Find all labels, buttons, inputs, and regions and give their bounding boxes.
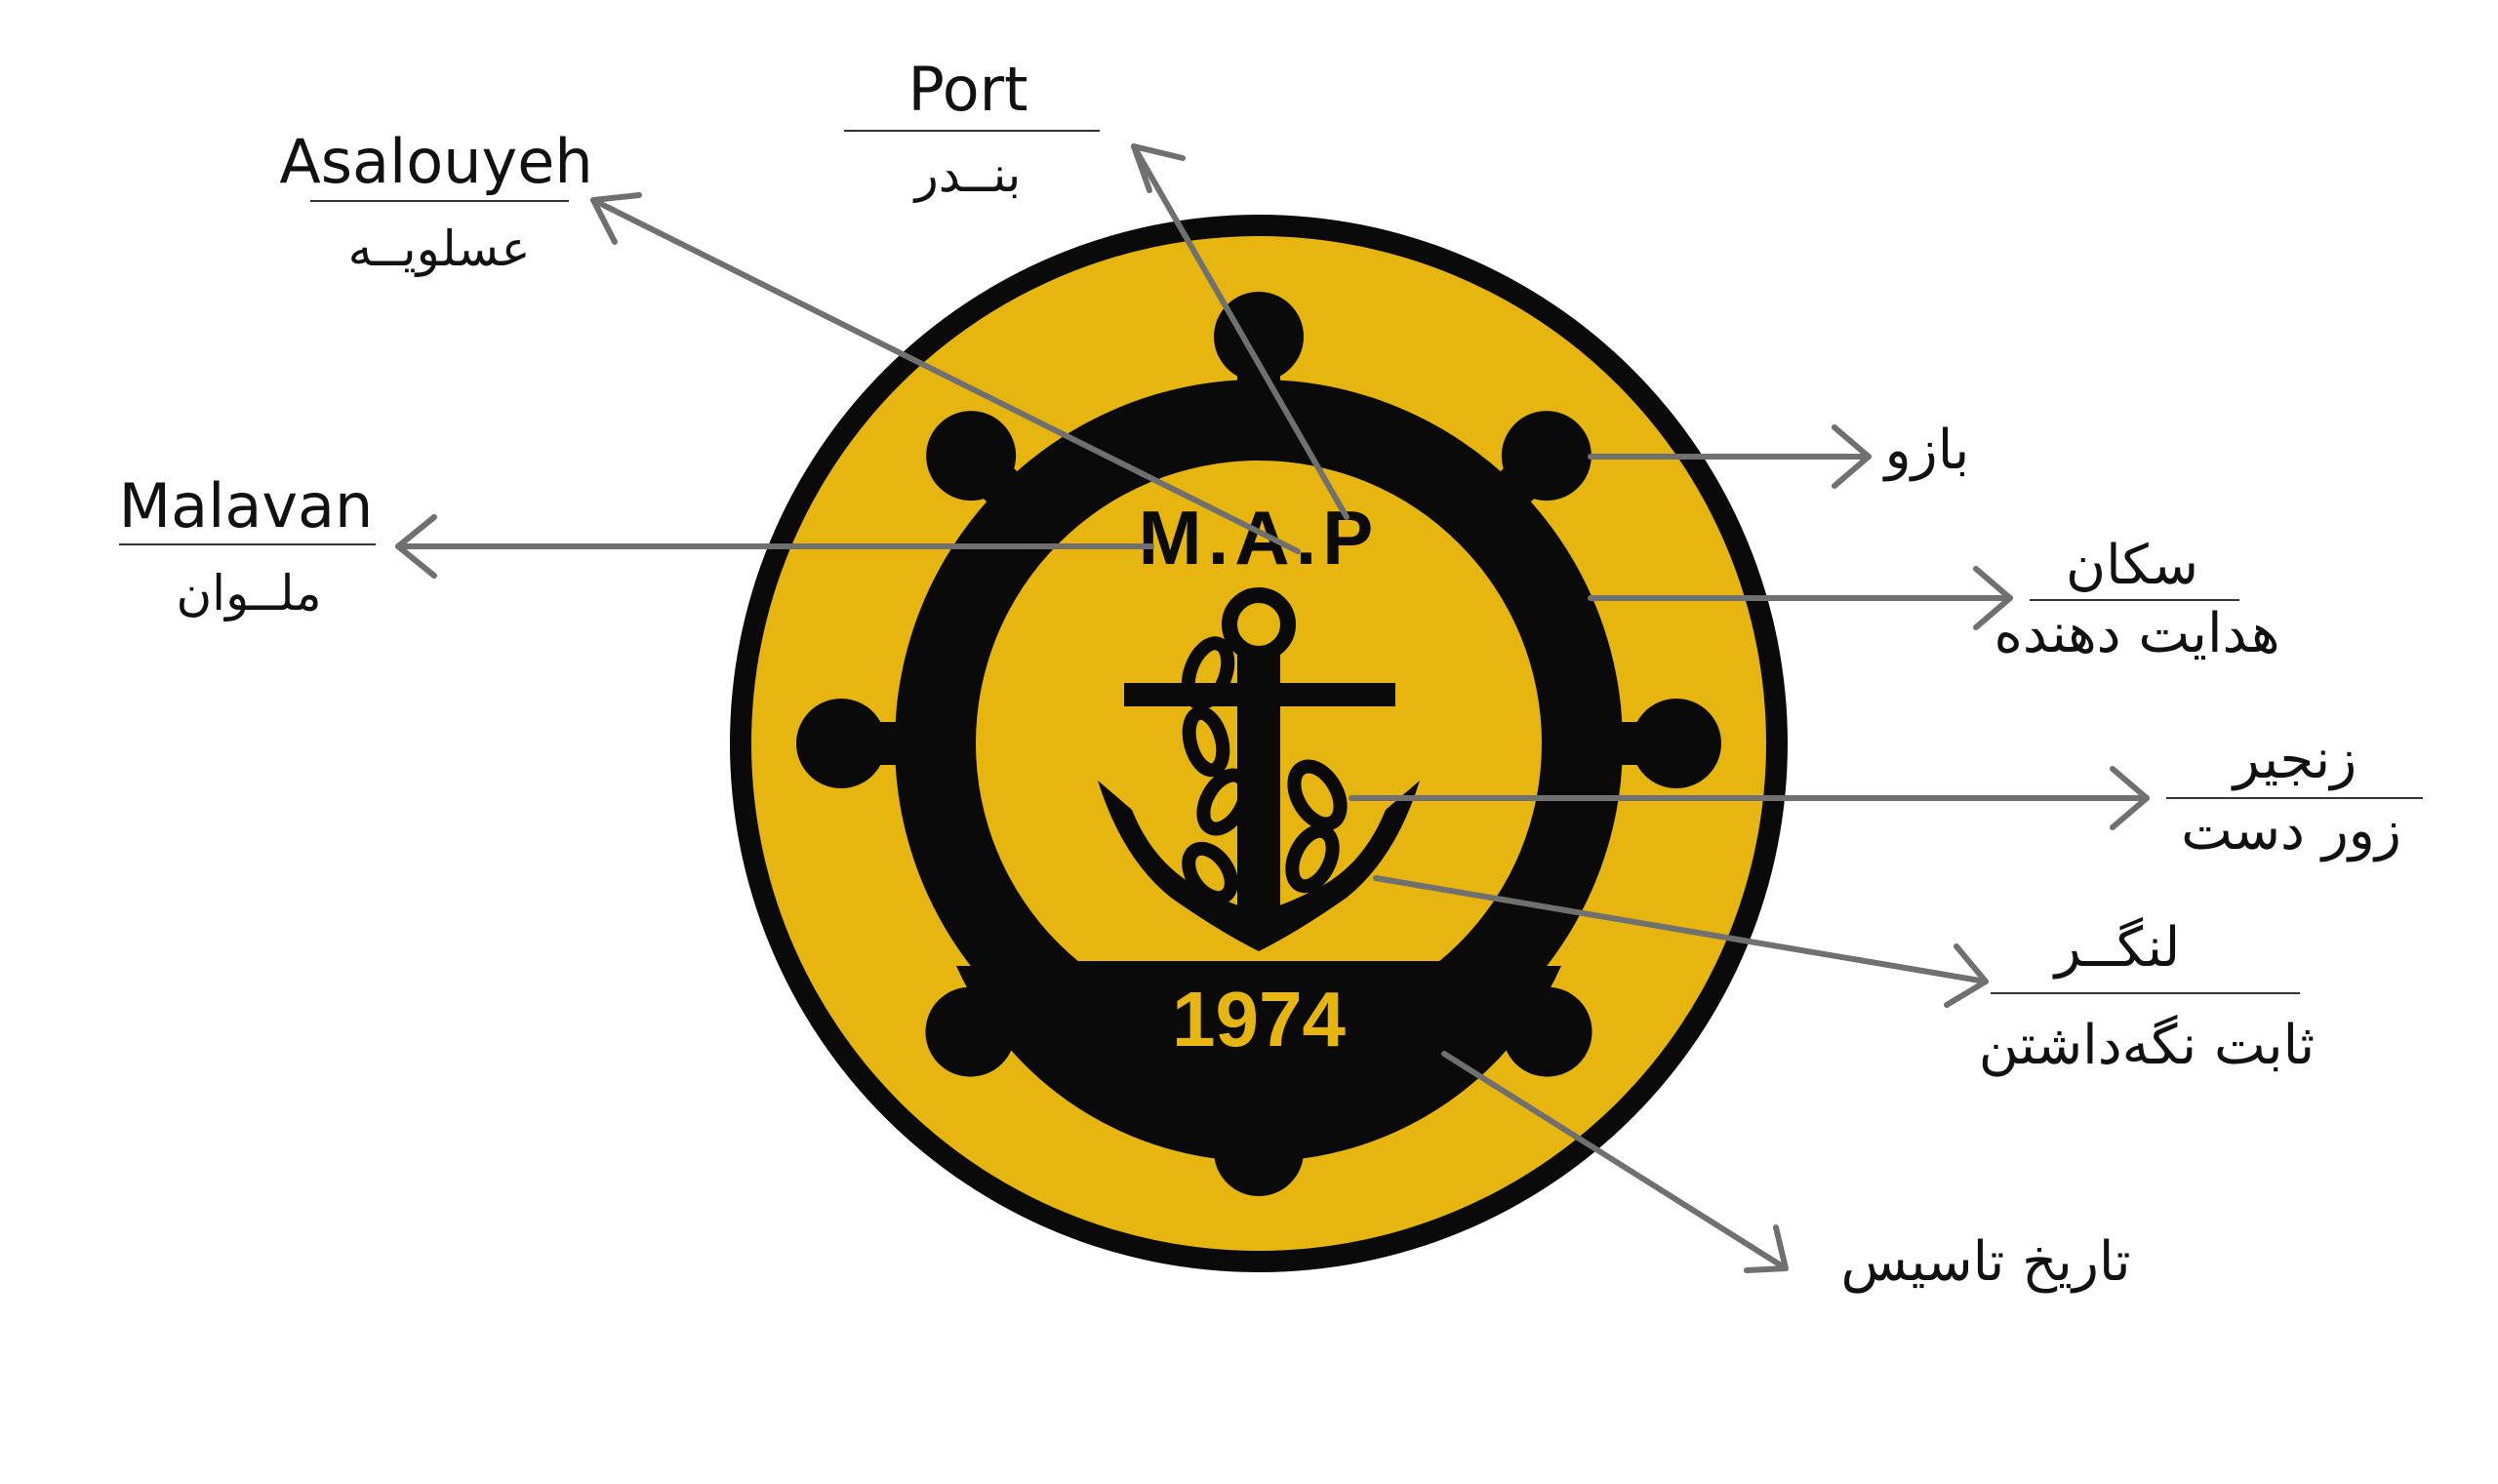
label-langar: لنگــر ثابت نگه‌داشتن [1979, 916, 2316, 1077]
label-port: Port بنــدر [844, 54, 1100, 203]
label-asalouyeh-fa: عسلویــه [348, 221, 531, 277]
label-founding-fa: تاریخ تاسیس [1840, 1230, 2130, 1294]
logo-initials: M.A.P [1139, 495, 1380, 581]
label-asalouyeh: Asalouyeh عسلویــه [279, 126, 592, 277]
map-logo: M.A.P 1974 [730, 215, 1788, 1272]
label-malavan: Malavan ملــوان [119, 470, 376, 622]
label-port-en: Port [908, 54, 1028, 125]
label-sokkan-fa: سکان [2066, 534, 2198, 597]
annotation-arrows [395, 143, 2150, 1273]
label-zanjir: زنجیر زور دست [2166, 728, 2423, 862]
anchor-icon [1098, 587, 1420, 951]
label-sokkan: سکان هدایت دهنده [1994, 534, 2280, 665]
arrow-malavan [395, 514, 1154, 579]
label-malavan-fa: ملــوان [176, 565, 321, 622]
label-sokkan-fa-sub: هدایت دهنده [1994, 602, 2280, 665]
label-zanjir-fa: زنجیر [2231, 728, 2357, 791]
label-port-fa: بنــدر [912, 146, 1022, 203]
arrow-port [1131, 143, 1350, 520]
arrow-zanjir [1349, 766, 2150, 830]
arrow-asalouyeh [590, 192, 1301, 554]
year-band [956, 966, 1561, 1162]
logo-year: 1974 [1172, 976, 1346, 1063]
label-zanjir-fa-sub: زور دست [2181, 799, 2401, 862]
label-bazoo-fa: بازو [1882, 419, 1970, 482]
label-langar-fa: لنگــر [2052, 916, 2181, 980]
label-asalouyeh-en: Asalouyeh [279, 126, 592, 197]
arrow-founding [1441, 1051, 1789, 1273]
arrow-sokkan [1588, 566, 2013, 630]
label-malavan-en: Malavan [119, 470, 374, 541]
arrow-bazoo [1588, 424, 1872, 489]
label-langar-fa-sub: ثابت نگه‌داشتن [1979, 1014, 2316, 1077]
arrow-langar [1373, 875, 1989, 1008]
labels: Port بنــدر Asalouyeh عسلویــه Malavan م… [119, 54, 2423, 1294]
